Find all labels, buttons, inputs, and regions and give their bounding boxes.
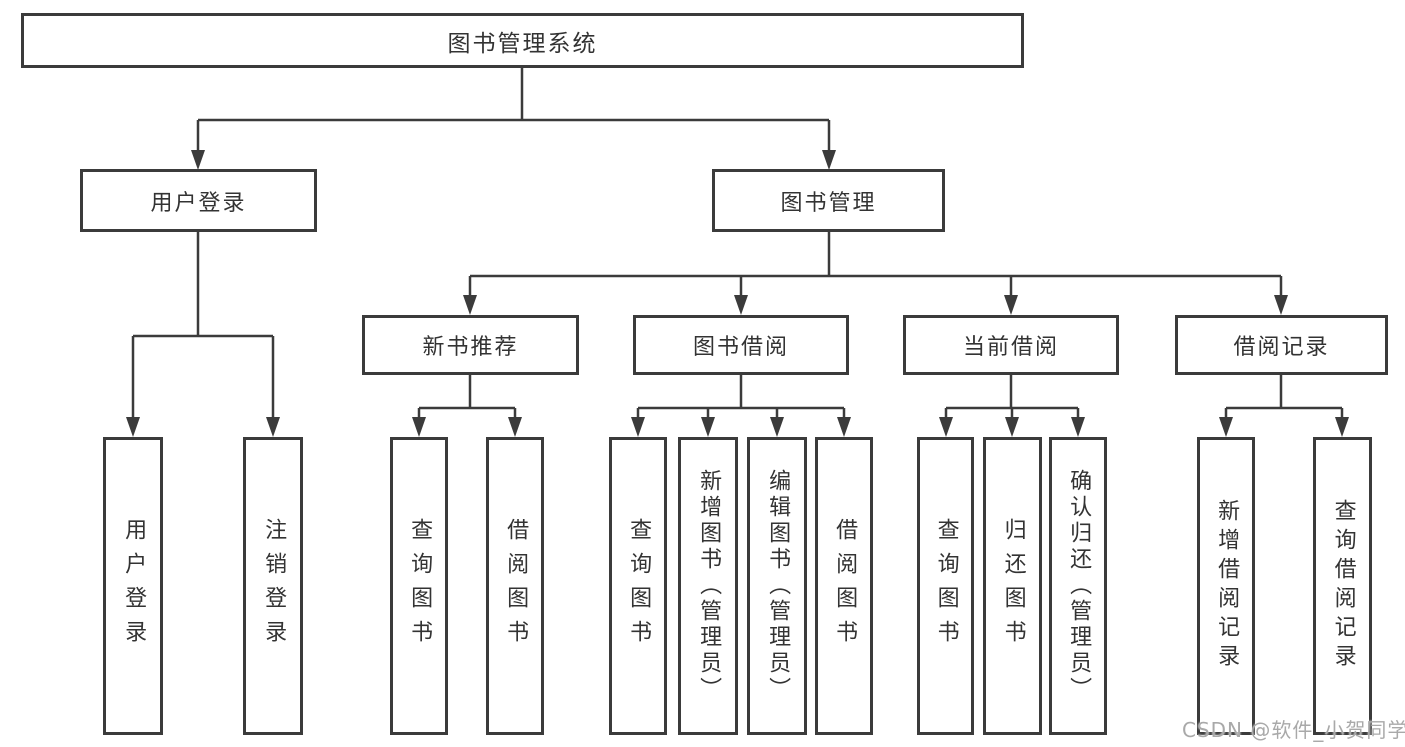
leaf-label: 编辑图书（管理员） xyxy=(765,469,791,703)
leaf-label: 归还图书 xyxy=(1000,518,1026,654)
leaf-query-books-recommend: 查询图书 xyxy=(390,437,448,735)
node-label: 新书推荐 xyxy=(422,335,519,360)
leaf-label: 用户登录 xyxy=(121,518,147,654)
leaf-user-login: 用户登录 xyxy=(103,437,163,735)
leaf-query-borrow-record: 查询借阅记录 xyxy=(1313,437,1372,735)
node-new-book-recommend: 新书推荐 xyxy=(362,315,579,375)
node-book-management: 图书管理 xyxy=(712,169,945,232)
leaf-return-book: 归还图书 xyxy=(983,437,1042,735)
leaf-logout: 注销登录 xyxy=(243,437,303,735)
node-borrow-records: 借阅记录 xyxy=(1175,315,1388,375)
node-label: 图书借阅 xyxy=(692,335,789,360)
leaf-borrow-books-borrow: 借阅图书 xyxy=(815,437,873,735)
leaf-query-books-current: 查询图书 xyxy=(917,437,974,735)
node-user-login: 用户登录 xyxy=(80,169,317,232)
leaf-add-book-admin: 新增图书（管理员） xyxy=(678,437,738,735)
leaf-label: 新增借阅记录 xyxy=(1214,499,1240,673)
leaf-edit-book-admin: 编辑图书（管理员） xyxy=(747,437,807,735)
node-label: 借阅记录 xyxy=(1233,335,1330,360)
leaf-query-books-borrow: 查询图书 xyxy=(609,437,667,735)
leaf-label: 借阅图书 xyxy=(832,518,858,654)
node-book-borrow: 图书借阅 xyxy=(633,315,849,375)
watermark: CSDN @软件_小贺同学 xyxy=(1182,718,1405,742)
node-library-system: 图书管理系统 xyxy=(21,13,1024,68)
leaf-label: 查询图书 xyxy=(407,518,433,654)
leaf-borrow-books-recommend: 借阅图书 xyxy=(486,437,544,735)
node-label: 图书管理 xyxy=(780,190,877,216)
leaf-confirm-return-admin: 确认归还（管理员） xyxy=(1049,437,1107,735)
leaf-label: 查询图书 xyxy=(626,518,652,654)
leaf-label: 查询借阅记录 xyxy=(1330,499,1356,673)
node-label: 当前借阅 xyxy=(962,335,1059,360)
leaf-label: 注销登录 xyxy=(261,518,287,654)
leaf-label: 新增图书（管理员） xyxy=(696,469,722,703)
leaf-label: 确认归还（管理员） xyxy=(1066,469,1092,703)
leaf-add-borrow-record: 新增借阅记录 xyxy=(1197,437,1255,735)
node-label: 用户登录 xyxy=(150,190,247,216)
leaf-label: 借阅图书 xyxy=(503,518,529,654)
node-label: 图书管理系统 xyxy=(447,30,598,57)
node-current-borrow: 当前借阅 xyxy=(903,315,1119,375)
leaf-label: 查询图书 xyxy=(933,518,959,654)
